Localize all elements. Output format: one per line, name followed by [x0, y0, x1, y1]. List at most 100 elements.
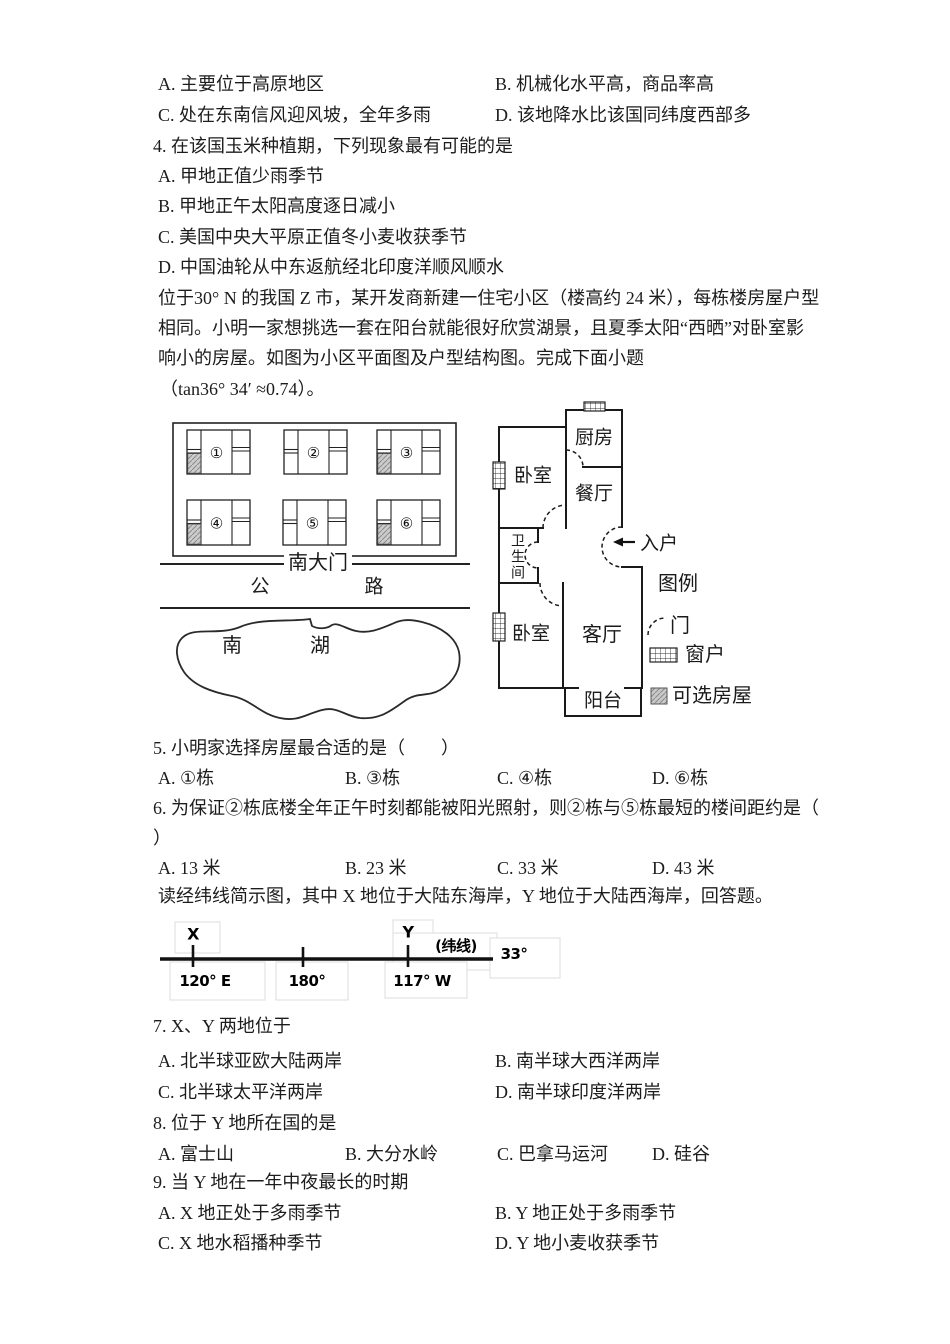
entrance-arrow-icon — [613, 537, 635, 547]
q7-option-b: B. 南半球大西洋两岸 — [495, 1051, 661, 1071]
road-label-char1: 公 — [250, 577, 269, 598]
legend-window-icon — [649, 647, 678, 663]
lake-label-char1: 南 — [222, 634, 242, 657]
bathroom-label-char1: 卫 — [511, 535, 525, 550]
building-2-number: ② — [307, 444, 320, 462]
legend-door-icon — [647, 617, 666, 636]
building-3: ③ — [376, 429, 441, 475]
lake-label-char2: 湖 — [310, 634, 330, 657]
south-gate-label: 南大门 — [288, 551, 348, 574]
bedroom-bottom-label: 卧室 — [512, 623, 550, 645]
q6-option-c: C. 33 米 — [497, 858, 559, 878]
bedroom-top-label: 卧室 — [514, 465, 552, 487]
lake-outline — [176, 617, 461, 720]
living-room-label: 客厅 — [582, 623, 622, 646]
floor-plan-figure: 厨房 餐厅 卧室 卫 生 间 卧室 客厅 阳台 入户 图例 门 窗户 可选房屋 — [492, 401, 752, 717]
q3-option-d: D. 该地降水比该国同纬度西部多 — [495, 105, 751, 125]
q7-option-a: A. 北半球亚欧大陆两岸 — [158, 1051, 342, 1071]
q8-option-b: B. 大分水岭 — [345, 1144, 439, 1164]
bathroom-door-arc — [524, 541, 539, 569]
passage1-line4: （tan36° 34′ ≈0.74）。 — [160, 379, 325, 399]
lat-value-label: 33° — [501, 945, 528, 963]
point-y-label: Y — [401, 923, 414, 942]
building-5-number: ⑤ — [306, 515, 319, 533]
building-6-number: ⑥ — [400, 515, 413, 533]
building-6: ⑥ — [376, 499, 441, 546]
q9-option-d: D. Y 地小麦收获季节 — [495, 1233, 660, 1253]
legend-title: 图例 — [658, 572, 698, 595]
q3-option-b: B. 机械化水平高，商品率高 — [495, 74, 715, 94]
q5-option-c: C. ④栋 — [497, 768, 553, 788]
building-3-number: ③ — [400, 444, 413, 462]
floor-plan-walls — [498, 409, 643, 717]
q4-stem: 4. 在该国玉米种植期，下列现象最有可能的是 — [153, 136, 513, 156]
q7-option-d: D. 南半球印度洋两岸 — [495, 1082, 661, 1102]
q6-option-d: D. 43 米 — [652, 858, 715, 878]
point-x-label: X — [187, 925, 200, 944]
lon-mid-label: 180° — [289, 972, 326, 990]
bedroom-top-door-arc — [542, 504, 567, 529]
q6-stem-line2: ） — [153, 828, 171, 848]
q8-option-a: A. 富士山 — [158, 1144, 234, 1164]
q3-option-a: A. 主要位于高原地区 — [158, 74, 324, 94]
latitude-line-label: (纬线) — [435, 937, 477, 955]
passage1-line2: 相同。小明一家想挑选一套在阳台就能很好欣赏湖景，且夏季太阳“西晒”对卧室影 — [158, 318, 804, 338]
selectable-unit-marker — [187, 453, 202, 474]
kitchen-window-icon — [583, 401, 606, 412]
selectable-unit-marker — [377, 523, 392, 545]
callout-boxes — [169, 919, 561, 1001]
passage2-line: 读经纬线简示图，其中 X 地位于大陆东海岸，Y 地位于大陆西海岸，回答题。 — [158, 886, 773, 906]
balcony-label: 阳台 — [584, 690, 622, 712]
bathroom-label-char2: 生 — [511, 550, 525, 566]
passage1-line3: 响小的房屋。如图为小区平面图及户型结构图。完成下面小题 — [158, 348, 644, 368]
q5-stem: 5. 小明家选择房屋最合适的是（ ） — [153, 738, 459, 758]
q6-stem-line1: 6. 为保证②栋底楼全年正午时刻都能被阳光照射，则②栋与⑤栋最短的楼间距约是（ — [153, 798, 819, 818]
dining-label: 餐厅 — [575, 483, 613, 505]
q8-stem: 8. 位于 Y 地所在国的是 — [153, 1113, 337, 1133]
passage1-line1: 位于30° N 的我国 Z 市，某开发商新建一住宅小区（楼高约 24 米），每栋… — [158, 288, 820, 308]
q3-option-c: C. 处在东南信风迎风坡，全年多雨 — [158, 105, 432, 125]
road-label-char2: 路 — [364, 576, 383, 598]
legend-door-label: 门 — [670, 614, 690, 637]
building-4: ④ — [186, 499, 251, 546]
legend-window-label: 窗户 — [685, 643, 725, 666]
bathroom-label-char3: 间 — [511, 566, 525, 582]
q5-option-a: A. ①栋 — [158, 768, 215, 788]
building-5: ⑤ — [282, 499, 347, 546]
latitude-line-figure: X Y (纬线) 33° 120° E 180° 117° W — [160, 919, 561, 1001]
q4-option-d: D. 中国油轮从中东返航经北印度洋顺风顺水 — [158, 257, 504, 277]
q8-option-d: D. 硅谷 — [652, 1144, 710, 1164]
q7-option-c: C. 北半球太平洋两岸 — [158, 1082, 324, 1102]
q9-option-a: A. X 地正处于多雨季节 — [158, 1203, 342, 1223]
entrance-door-arc — [601, 526, 623, 568]
q5-option-d: D. ⑥栋 — [652, 768, 709, 788]
floor-plan-doors — [524, 449, 623, 607]
lon-y-label: 117° W — [393, 972, 452, 990]
legend-selectable-label: 可选房屋 — [672, 684, 752, 707]
x-label-box — [174, 921, 221, 954]
building-4-number: ④ — [210, 515, 223, 533]
lon-mid-box — [275, 961, 349, 1001]
q9-stem: 9. 当 Y 地在一年中夜最长的时期 — [153, 1172, 409, 1192]
bedroom-bottom-door-arc — [539, 582, 564, 607]
q6-option-b: B. 23 米 — [345, 858, 407, 878]
community-plan-figure: ① ② ③ ④ — [160, 422, 470, 720]
q4-option-c: C. 美国中央大平原正值冬小麦收获季节 — [158, 227, 468, 247]
lat-value-box — [489, 937, 561, 979]
q4-option-a: A. 甲地正值少雨季节 — [158, 166, 324, 186]
kitchen-label: 厨房 — [575, 427, 613, 449]
entrance-label: 入户 — [640, 533, 678, 555]
building-2: ② — [283, 429, 348, 475]
selectable-unit-marker — [377, 453, 392, 474]
q4-option-b: B. 甲地正午太阳高度逐日减小 — [158, 196, 396, 216]
bedroom-bottom-window-icon — [492, 612, 506, 642]
kitchen-door-arc — [565, 449, 584, 468]
bedroom-top-window-icon — [492, 461, 506, 490]
q8-option-c: C. 巴拿马运河 — [497, 1144, 609, 1164]
q5-option-b: B. ③栋 — [345, 768, 401, 788]
q6-option-a: A. 13 米 — [158, 858, 221, 878]
building-1-number: ① — [210, 444, 223, 462]
q9-option-c: C. X 地水稻播种季节 — [158, 1233, 323, 1253]
lon-x-label: 120° E — [179, 972, 231, 990]
